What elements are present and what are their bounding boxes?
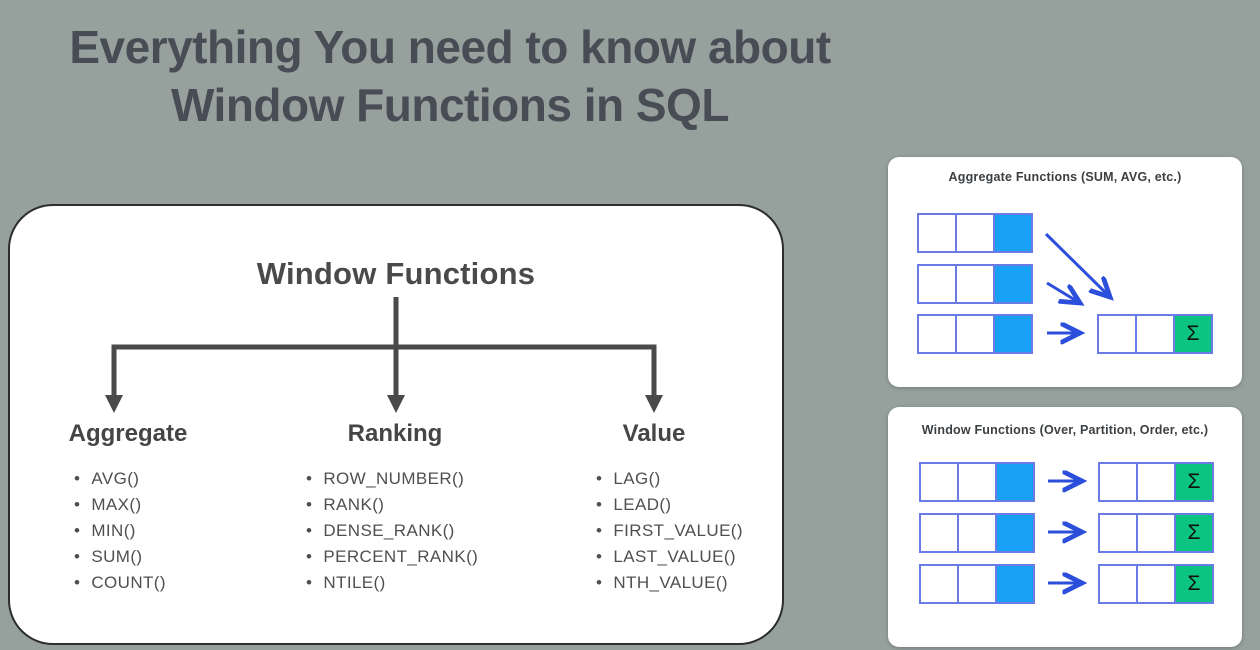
- tree-bracket-line: [111, 344, 657, 397]
- table-cell: [1136, 462, 1176, 502]
- table-cell: [917, 213, 957, 253]
- arrow-down-icon: [387, 395, 405, 413]
- table-cell: [955, 264, 995, 304]
- sigma-icon: Σ: [1186, 322, 1200, 345]
- aggregate-function-list: AVG() MAX() MIN() SUM() COUNT(): [74, 466, 166, 596]
- sigma-cell: Σ: [1174, 462, 1214, 502]
- source-row-table: [919, 513, 1035, 553]
- list-item: MAX(): [74, 492, 166, 518]
- table-cell: [1098, 564, 1138, 604]
- tree-connector-lines: [105, 297, 663, 413]
- category-heading-value: Value: [622, 420, 686, 447]
- sigma-icon: Σ: [1187, 470, 1201, 493]
- page-title-line2: Window Functions in SQL: [171, 79, 729, 131]
- list-item: FIRST_VALUE(): [596, 518, 743, 544]
- page-title: Everything You need to know about Window…: [0, 18, 900, 134]
- aggregate-functions-card: Aggregate Functions (SUM, AVG, etc.) Σ: [888, 157, 1242, 387]
- table-cell: [919, 513, 959, 553]
- table-cell: [955, 314, 995, 354]
- flow-arrow-icon: [1046, 281, 1080, 303]
- table-cell: [1098, 513, 1138, 553]
- highlighted-cell: [993, 314, 1033, 354]
- list-item: DENSE_RANK(): [306, 518, 478, 544]
- card-title: Window Functions (Over, Partition, Order…: [921, 423, 1209, 437]
- table-cell: [1136, 564, 1176, 604]
- category-heading-aggregate: Aggregate: [68, 420, 188, 447]
- window-functions-card: Window Functions (Over, Partition, Order…: [888, 407, 1242, 647]
- list-item: MIN(): [74, 518, 166, 544]
- list-item: SUM(): [74, 544, 166, 570]
- source-row-table: [919, 564, 1035, 604]
- page-title-line1: Everything You need to know about: [69, 21, 831, 73]
- card-title: Aggregate Functions (SUM, AVG, etc.): [948, 170, 1182, 184]
- result-row-table: Σ: [1098, 564, 1214, 604]
- table-cell: [1136, 513, 1176, 553]
- flow-arrow-icon: [1044, 232, 1110, 297]
- table-cell: [1097, 314, 1137, 354]
- table-cell: [957, 564, 997, 604]
- table-cell: [917, 314, 957, 354]
- table-cell: [1135, 314, 1175, 354]
- list-item: NTILE(): [306, 570, 478, 596]
- list-item: LAG(): [596, 466, 743, 492]
- result-row-table: Σ: [1098, 513, 1214, 553]
- sigma-cell: Σ: [1174, 564, 1214, 604]
- table-cell: [917, 264, 957, 304]
- list-item: ROW_NUMBER(): [306, 466, 478, 492]
- result-row-table: Σ: [1097, 314, 1213, 354]
- highlighted-cell: [993, 264, 1033, 304]
- category-heading-ranking: Ranking: [347, 420, 443, 447]
- value-function-list: LAG() LEAD() FIRST_VALUE() LAST_VALUE() …: [596, 466, 743, 596]
- source-row-table: [919, 462, 1035, 502]
- ranking-function-list: ROW_NUMBER() RANK() DENSE_RANK() PERCENT…: [306, 466, 478, 596]
- sigma-icon: Σ: [1187, 572, 1201, 595]
- arrow-down-icon: [105, 395, 123, 413]
- source-row-table: [917, 314, 1033, 354]
- source-row-table: [917, 264, 1033, 304]
- arrow-down-icon: [645, 395, 663, 413]
- table-cell: [957, 513, 997, 553]
- highlighted-cell: [993, 213, 1033, 253]
- table-cell: [957, 462, 997, 502]
- list-item: COUNT(): [74, 570, 166, 596]
- source-row-table: [917, 213, 1033, 253]
- table-cell: [955, 213, 995, 253]
- tree-heading: Window Functions: [256, 256, 536, 291]
- result-row-table: Σ: [1098, 462, 1214, 502]
- list-item: NTH_VALUE(): [596, 570, 743, 596]
- window-functions-tree-panel: Window Functions Aggregate Ranking Value…: [8, 204, 784, 645]
- sigma-cell: Σ: [1174, 513, 1214, 553]
- list-item: LAST_VALUE(): [596, 544, 743, 570]
- table-cell: [919, 462, 959, 502]
- highlighted-cell: [995, 564, 1035, 604]
- highlighted-cell: [995, 462, 1035, 502]
- list-item: PERCENT_RANK(): [306, 544, 478, 570]
- list-item: RANK(): [306, 492, 478, 518]
- sigma-cell: Σ: [1173, 314, 1213, 354]
- list-item: LEAD(): [596, 492, 743, 518]
- highlighted-cell: [995, 513, 1035, 553]
- table-cell: [1098, 462, 1138, 502]
- table-cell: [919, 564, 959, 604]
- sigma-icon: Σ: [1187, 521, 1201, 544]
- list-item: AVG(): [74, 466, 166, 492]
